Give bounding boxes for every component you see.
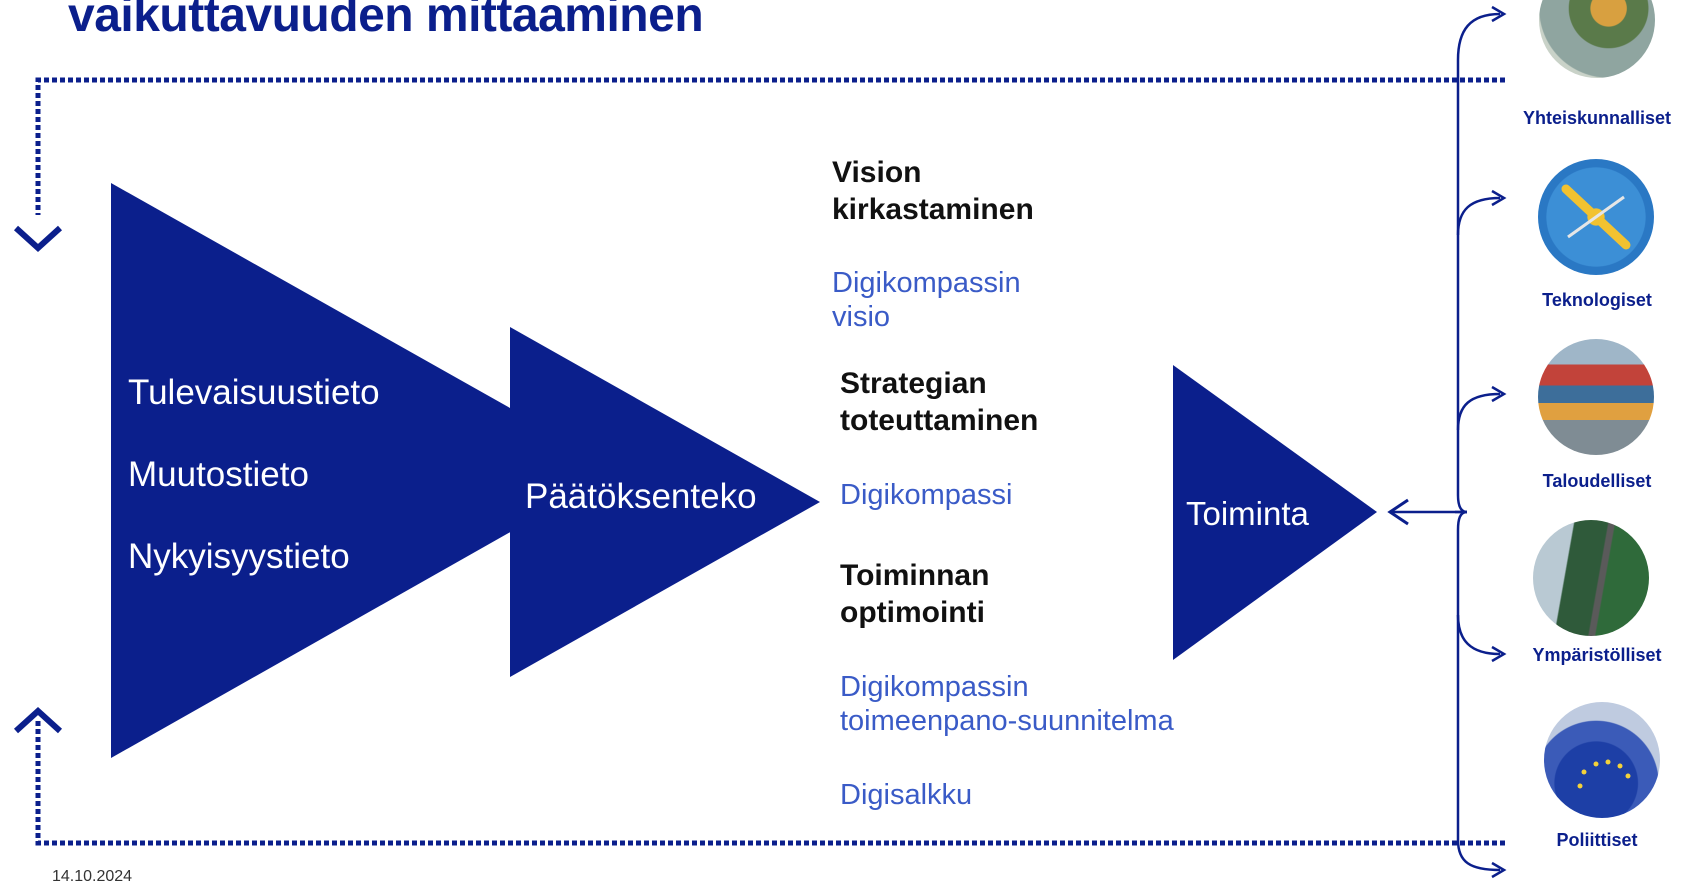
drone-photo	[1538, 159, 1654, 275]
arrow-right-icon	[1491, 645, 1507, 663]
decision-triangle	[510, 327, 820, 677]
arrow-right-icon	[1491, 861, 1507, 879]
feedback-loop-top	[35, 77, 1505, 215]
extra-tool: Digisalkku	[840, 779, 973, 811]
arrow-right-icon	[1491, 5, 1507, 23]
level-heading-optimization: Toiminnan optimointi	[840, 559, 990, 629]
decision-label: Päätöksenteko	[525, 477, 757, 516]
input-label-present: Nykyisyystieto	[128, 537, 350, 576]
action-triangle	[1173, 365, 1377, 660]
impact-bracket	[1390, 12, 1501, 872]
input-label-change: Muutostieto	[128, 455, 309, 494]
level-tool-vision: Digikompassin visio	[832, 267, 1021, 333]
arrow-right-icon	[1491, 189, 1507, 207]
level-tool-strategy: Digikompassi	[840, 479, 1013, 511]
loop-arrow-down-icon	[13, 225, 63, 253]
arrow-right-icon	[1491, 385, 1507, 403]
eu-flags-photo	[1544, 702, 1660, 818]
impact-label-economic: Taloudelliset	[1542, 471, 1652, 491]
input-triangle	[111, 183, 620, 758]
forest-road-photo	[1533, 520, 1649, 636]
date-footer: 14.10.2024	[52, 868, 133, 885]
feedback-loop-bottom	[35, 718, 1505, 846]
bracket-arrowheads	[1387, 5, 1507, 879]
arrow-left-icon	[1387, 498, 1409, 526]
level-heading-strategy: Strategian toteuttaminen	[840, 367, 1039, 437]
action-label: Toiminta	[1186, 495, 1309, 532]
impact-label-political: Poliittiset	[1556, 830, 1638, 850]
feedback-loop	[35, 77, 1505, 846]
loop-arrow-up-icon	[13, 706, 63, 734]
input-label-future: Tulevaisuustieto	[128, 373, 380, 412]
level-heading-vision: Vision kirkastaminen	[832, 156, 1034, 226]
shipping-containers-photo	[1538, 339, 1654, 455]
impact-label-environmental: Ympäristölliset	[1532, 645, 1662, 665]
impact-label-social: Yhteiskunnalliset	[1522, 108, 1672, 128]
impact-label-tech: Teknologiset	[1542, 290, 1652, 310]
level-tool-optimization: Digikompassin toimeenpano-suunnitelma	[840, 671, 1174, 737]
page-title: vaikuttavuuden mittaaminen	[68, 0, 704, 42]
